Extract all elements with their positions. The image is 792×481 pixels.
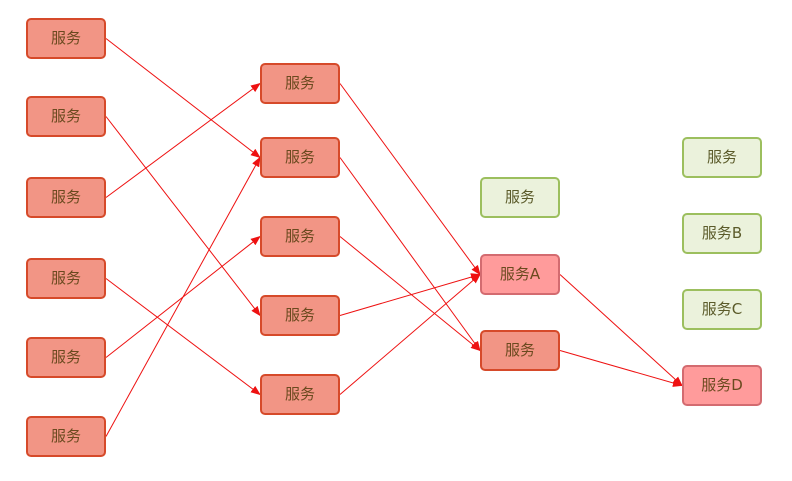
edge-tA-to-rD xyxy=(559,274,683,387)
service-node[interactable]: 服务 xyxy=(480,177,560,218)
edge-m3-to-t3 xyxy=(339,236,481,352)
service-node[interactable]: 服务 xyxy=(260,63,340,104)
service-node[interactable]: 服务 xyxy=(26,416,106,457)
edge-n4-to-m5 xyxy=(105,278,261,396)
service-d-node[interactable]: 服务D xyxy=(682,365,762,406)
service-b-node[interactable]: 服务B xyxy=(682,213,762,254)
service-node[interactable]: 服务 xyxy=(480,330,560,371)
service-node[interactable]: 服务 xyxy=(26,177,106,218)
service-node[interactable]: 服务 xyxy=(26,258,106,299)
service-a-node[interactable]: 服务A xyxy=(480,254,560,295)
service-node[interactable]: 服务 xyxy=(260,374,340,415)
service-node[interactable]: 服务 xyxy=(26,96,106,137)
edge-n3-to-m1 xyxy=(105,82,261,198)
edge-n1-to-m2 xyxy=(105,38,261,159)
service-node[interactable]: 服务 xyxy=(26,18,106,59)
service-node[interactable]: 服务 xyxy=(260,295,340,336)
edge-n6-to-m2 xyxy=(105,156,261,437)
edge-m2-to-t3 xyxy=(339,157,481,352)
service-node[interactable]: 服务 xyxy=(26,337,106,378)
service-node[interactable]: 服务 xyxy=(260,216,340,257)
service-node[interactable]: 服务 xyxy=(260,137,340,178)
edge-t3-to-rD xyxy=(559,350,683,387)
service-c-node[interactable]: 服务C xyxy=(682,289,762,330)
edge-m5-to-tA xyxy=(339,273,481,395)
edge-m1-to-tA xyxy=(339,83,481,276)
edge-m4-to-tA xyxy=(339,273,481,316)
service-node[interactable]: 服务 xyxy=(682,137,762,178)
edge-n2-to-m4 xyxy=(105,116,261,317)
